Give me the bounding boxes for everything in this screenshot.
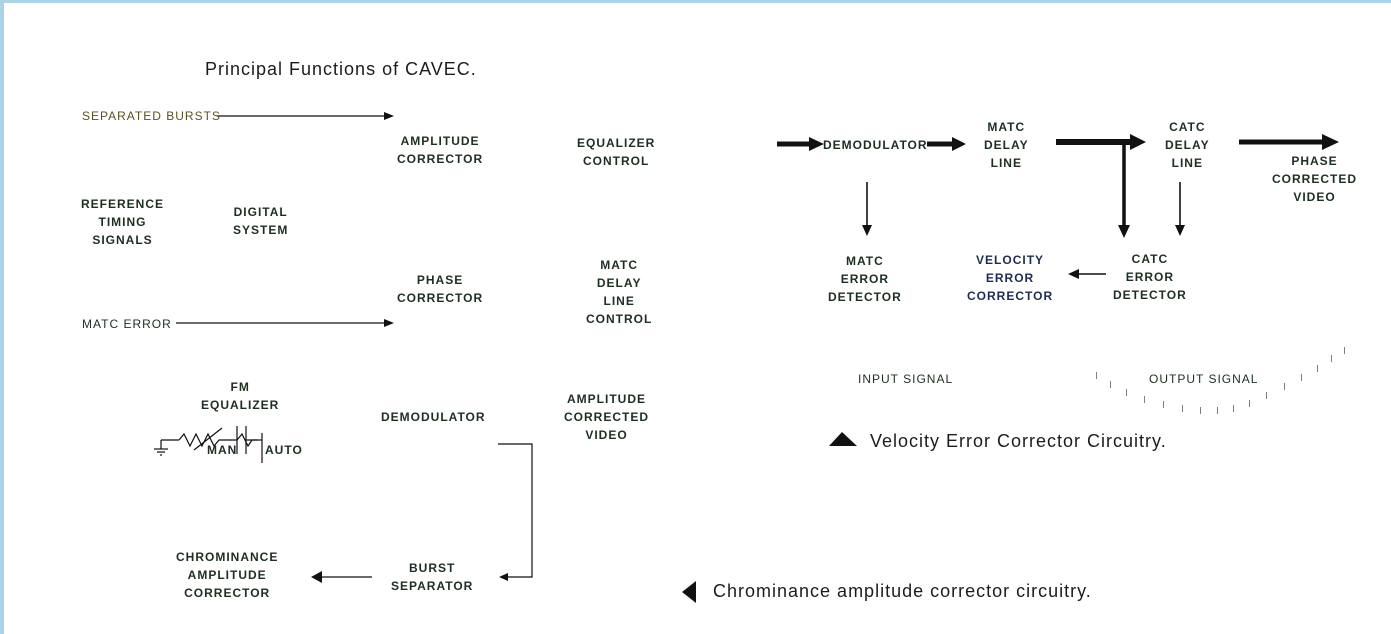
separated-bursts-label: SEPARATED BURSTS — [82, 109, 221, 123]
demodulator-to-burst-loop — [498, 443, 533, 578]
phase-corrected-video-label: PHASE CORRECTED VIDEO — [1272, 154, 1358, 204]
amplitude-corrected-video-label: AMPLITUDE CORRECTED VIDEO — [564, 392, 650, 442]
matc-delay-line-label: MATC DELAY LINE — [984, 120, 1029, 170]
matc-error-arrowhead — [384, 319, 394, 327]
fm-equalizer-schematic — [154, 426, 263, 463]
digital-system-label: DIGITAL SYSTEM — [233, 205, 289, 237]
auto-label: AUTO — [265, 443, 303, 457]
velocity-caption: Velocity Error Corrector Circuitry. — [870, 431, 1167, 451]
equalizer-control-label: EQUALIZER CONTROL — [577, 136, 656, 168]
fm-equalizer-label: FM EQUALIZER — [201, 380, 280, 412]
diagram-wires — [154, 112, 1339, 603]
matc-error-label: MATC ERROR — [82, 317, 172, 331]
chroma-demodulator-label: DEMODULATOR — [381, 410, 486, 424]
man-label: MAN — [207, 443, 238, 457]
matc-error-detector-label: MATC ERROR DETECTOR — [828, 254, 902, 304]
catc-error-detector-label: CATC ERROR DETECTOR — [1113, 252, 1187, 302]
catc-delay-line-label: CATC DELAY LINE — [1165, 120, 1210, 170]
phase-corrector-label: PHASE CORRECTOR — [397, 273, 484, 305]
velocity-error-corrector-label: VELOCITY ERROR CORRECTOR — [967, 253, 1054, 303]
chrominance-caption-triangle-icon — [682, 581, 696, 603]
output-signal-label: OUTPUT SIGNAL — [1149, 372, 1259, 386]
burst-loop-arrowhead — [499, 573, 508, 581]
burst-to-corrector-arrowhead — [311, 571, 322, 583]
velocity-demodulator-label: DEMODULATOR — [823, 138, 928, 152]
reference-timing-signals-label: REFERENCE TIMING SIGNALS — [81, 197, 165, 247]
demod-to-matc-arrowhead — [952, 137, 966, 151]
principal-functions-title: Principal Functions of CAVEC. — [205, 59, 477, 79]
catc-detector-to-velocity-arrowhead — [1068, 269, 1079, 279]
catc-line-to-catc-detector-arrowhead — [1175, 225, 1185, 236]
burst-separator-label: BURST SEPARATOR — [391, 561, 474, 593]
matc-line-to-catc-detector-arrowhead — [1118, 225, 1130, 238]
input-signal-label: INPUT SIGNAL — [858, 372, 954, 386]
separated-bursts-arrowhead — [384, 112, 394, 120]
catc-to-output-arrowhead — [1322, 134, 1339, 150]
chrominance-caption: Chrominance amplitude corrector circuitr… — [713, 581, 1092, 601]
velocity-caption-triangle-icon — [829, 432, 857, 446]
matc-delay-line-control-label: MATC DELAY LINE CONTROL — [586, 258, 653, 326]
demod-to-matc-detector-arrowhead — [862, 225, 872, 236]
matc-to-catc-arrowhead — [1130, 134, 1146, 150]
amplitude-corrector-label: AMPLITUDE CORRECTOR — [397, 134, 484, 166]
input-thick-arrowhead — [809, 137, 824, 151]
chrominance-amplitude-corrector-label: CHROMINANCE AMPLITUDE CORRECTOR — [176, 550, 279, 600]
